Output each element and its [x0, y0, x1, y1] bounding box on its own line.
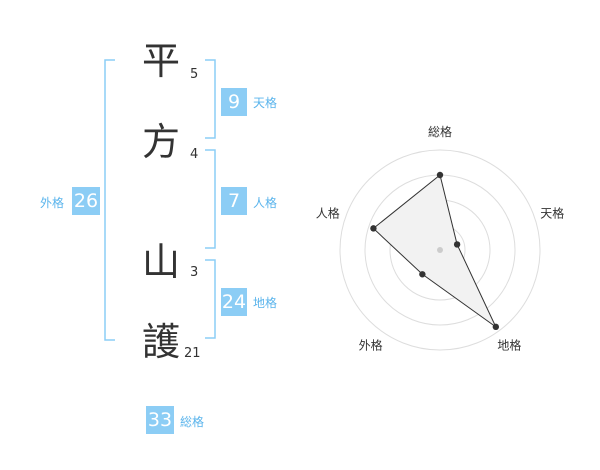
name-char-2: 方 [142, 120, 181, 164]
radar-axis-label-4: 人格 [316, 206, 340, 221]
tenkaku-value: 9 [221, 88, 247, 116]
radar-point-0 [436, 171, 444, 179]
tenkaku-bracket [205, 59, 216, 139]
name-char-1: 平 [142, 39, 181, 83]
name-char-4-strokes: 21 [184, 346, 201, 361]
jinkaku-label: 人格 [253, 196, 278, 210]
gaikaku-label: 外格 [40, 196, 65, 210]
name-char-3-strokes: 3 [190, 265, 199, 280]
jinkaku-bracket [205, 149, 216, 249]
radar-axis-label-3: 外格 [359, 338, 383, 353]
soukaku-value: 33 [146, 406, 174, 434]
radar-series-area [372, 174, 498, 329]
name-char-4: 護 [142, 320, 181, 364]
jinkaku-value: 7 [221, 187, 247, 215]
radar-axis-label-2: 地格 [497, 338, 521, 353]
name-char-3: 山 [142, 240, 181, 284]
radar-point-4 [370, 225, 377, 232]
soukaku-label: 総格 [180, 415, 205, 429]
radar-point-3 [419, 271, 426, 278]
radar-point-2 [492, 323, 500, 331]
radar-point-1 [453, 241, 461, 248]
gaikaku-value: 26 [72, 187, 100, 215]
radar-center-dot [437, 247, 443, 253]
gaikaku-bracket [104, 59, 115, 341]
radar-ring-4 [339, 149, 541, 351]
chikaku-bracket [205, 259, 216, 339]
name-char-2-strokes: 4 [190, 147, 199, 162]
tenkaku-label: 天格 [253, 96, 278, 110]
chikaku-value: 24 [221, 288, 247, 316]
chikaku-label: 地格 [253, 296, 278, 310]
radar-axis-label-0: 総格 [428, 124, 452, 139]
name-char-1-strokes: 5 [190, 67, 199, 82]
radar-axis-label-1: 天格 [540, 206, 564, 221]
